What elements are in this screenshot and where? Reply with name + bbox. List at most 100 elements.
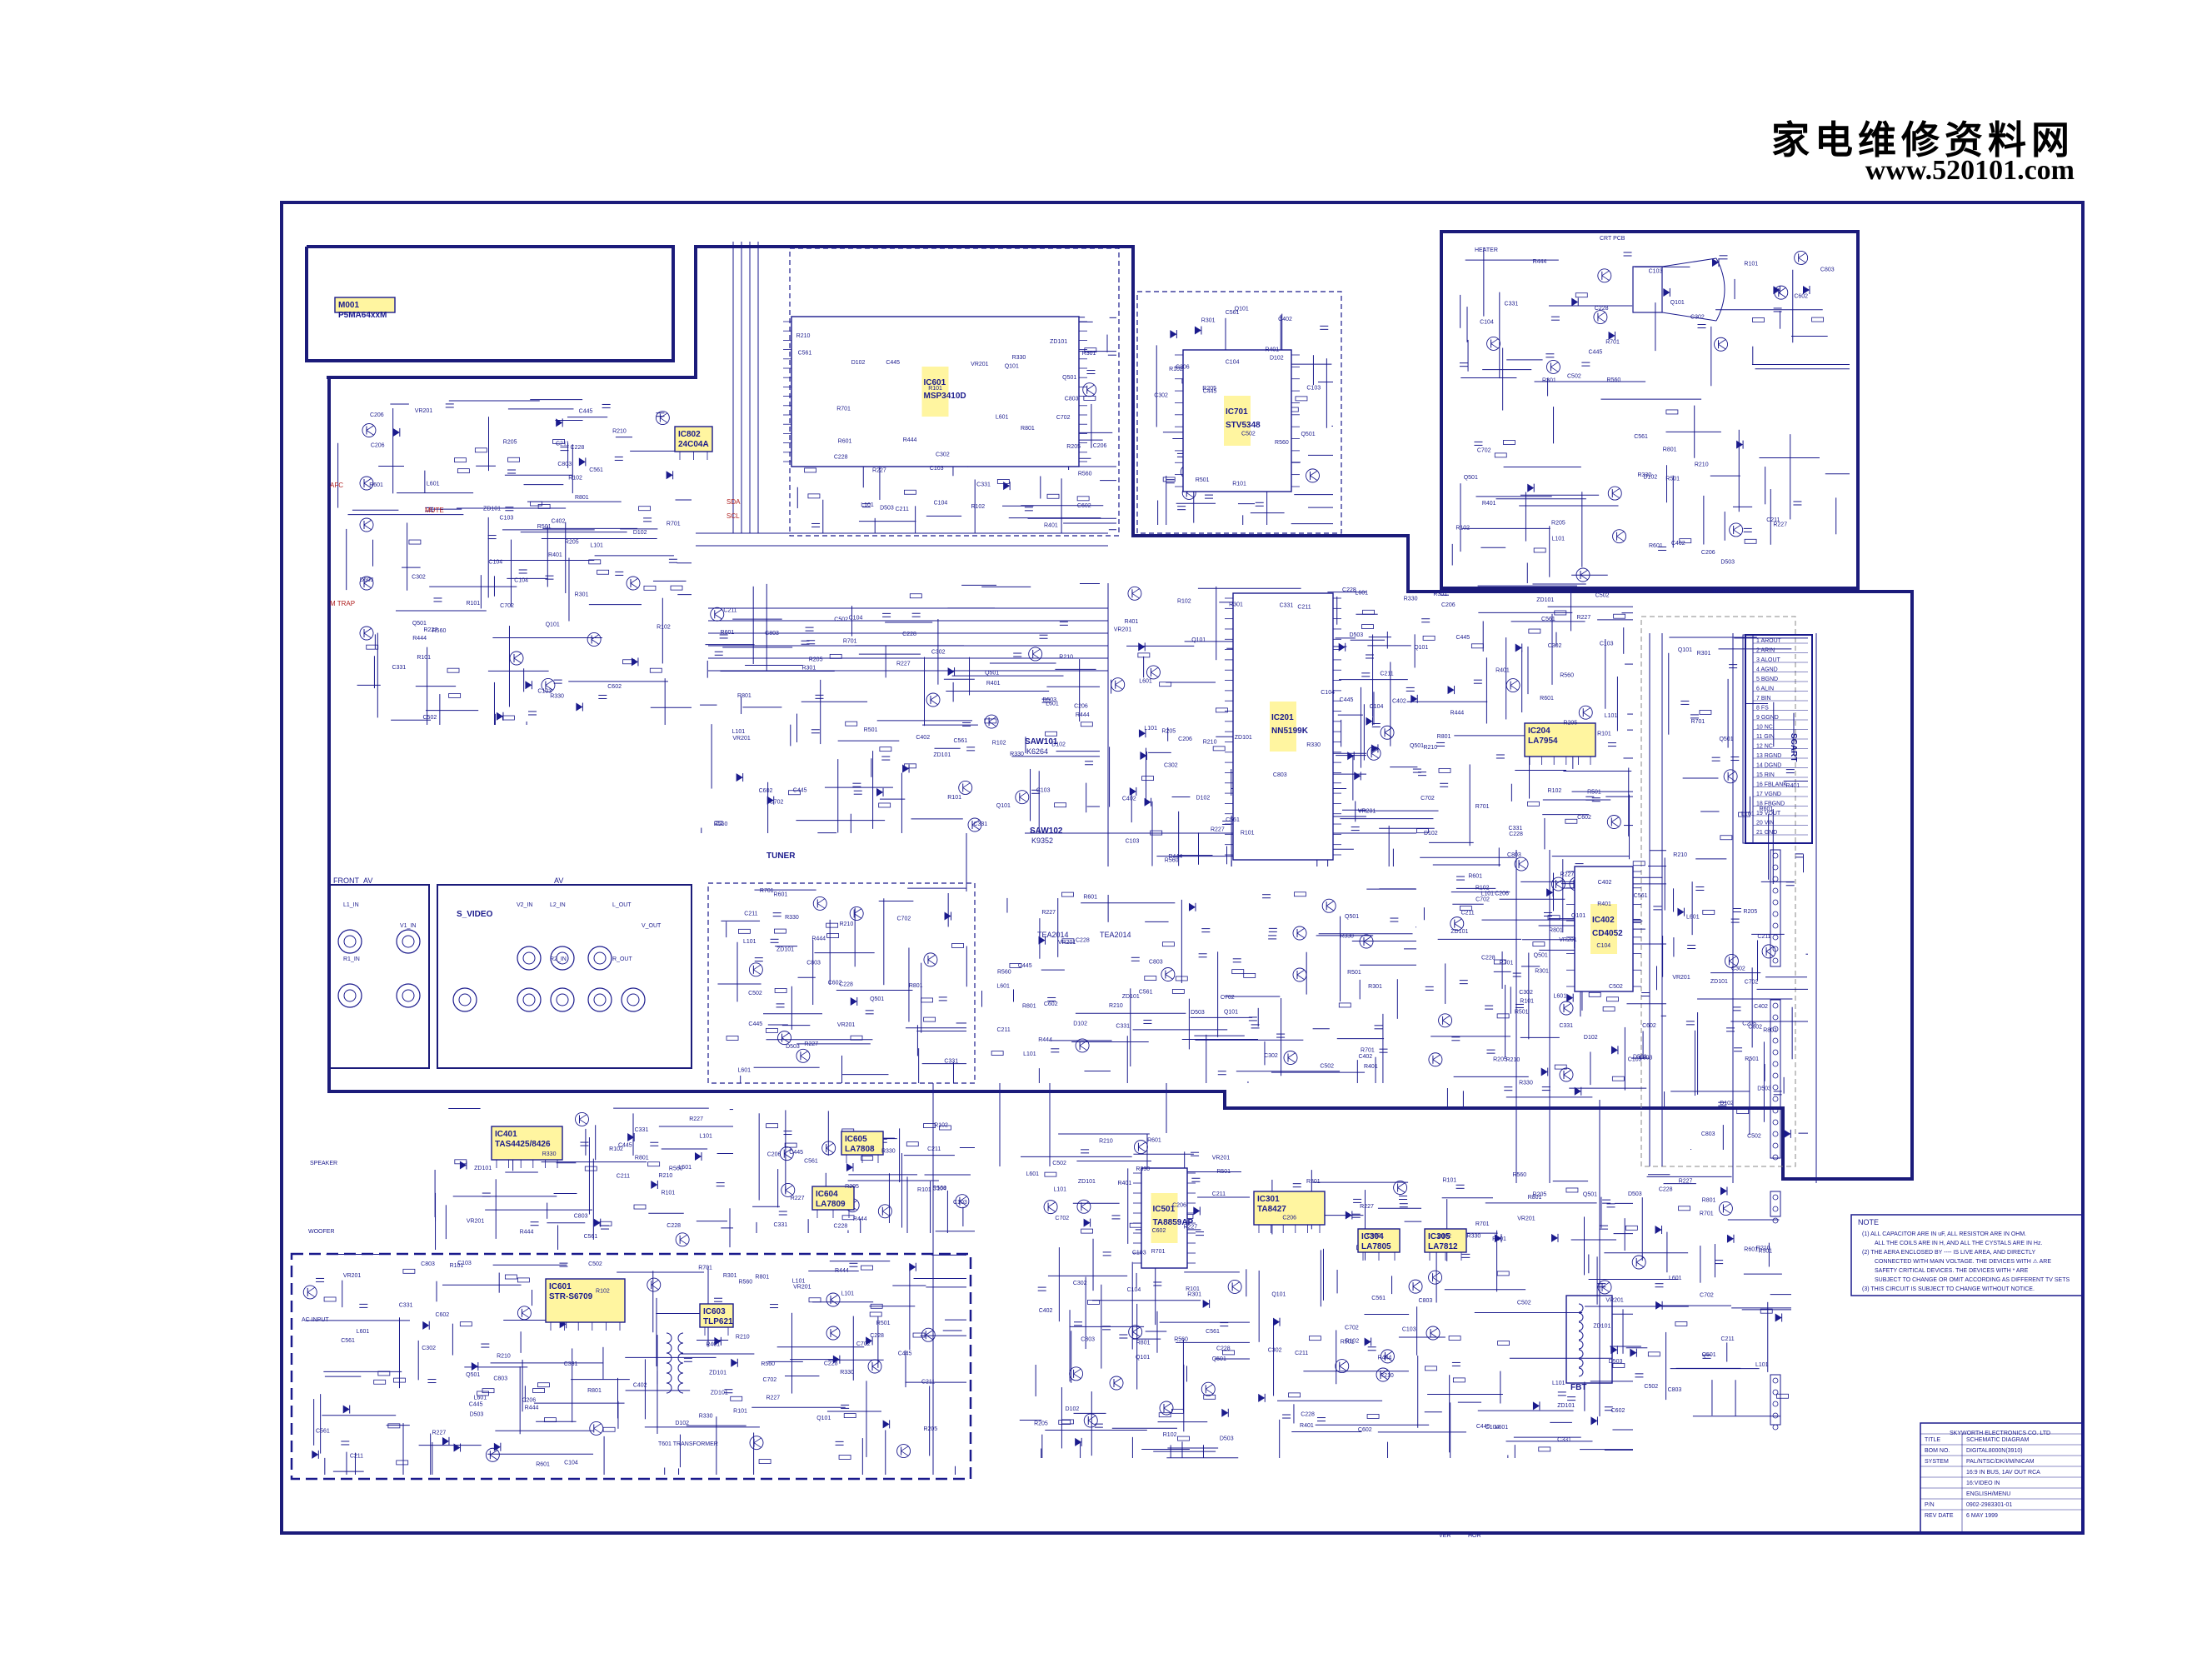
- resistor: [861, 1265, 873, 1271]
- ic-ref-m001: M001: [338, 301, 359, 310]
- resistor: [1087, 1300, 1100, 1305]
- capacitor: [1653, 906, 1662, 911]
- capacitor: [938, 996, 947, 1001]
- capacitor: [1316, 1417, 1326, 1422]
- capacitor: [1451, 1036, 1461, 1041]
- resistor: [1129, 1222, 1142, 1228]
- capacitor: [668, 558, 677, 563]
- resistor: [396, 1460, 409, 1466]
- ref-designator: C103: [930, 466, 944, 472]
- ref-designator: L101: [590, 543, 603, 549]
- ref-designator: VR201: [1559, 937, 1577, 943]
- rca-jack: [396, 929, 421, 954]
- crt-neck: [1632, 257, 1725, 322]
- diode: [1038, 936, 1046, 945]
- ref-designator: ZD101: [1557, 1403, 1575, 1409]
- company-name: SKYWORTH ELECTRONICS CO. LTD: [1950, 1431, 2050, 1436]
- capacitor: [1320, 325, 1329, 330]
- ref-designator: R102: [568, 475, 582, 481]
- ref-designator: R444: [835, 1268, 849, 1274]
- capacitor: [1399, 1195, 1408, 1200]
- capacitor: [1024, 507, 1033, 512]
- rca-jack: [587, 946, 612, 971]
- ref-designator: R444: [1378, 1355, 1392, 1361]
- rca-jack: [517, 987, 542, 1012]
- capacitor: [1425, 986, 1434, 991]
- resistor: [1528, 628, 1541, 634]
- resistor: [1171, 1408, 1184, 1414]
- resistor: [1216, 707, 1228, 713]
- capacitor: [1730, 918, 1740, 923]
- resistor: [1076, 496, 1090, 502]
- ref-designator: C803: [1820, 267, 1835, 272]
- diode: [1258, 1393, 1266, 1402]
- ref-designator: R205: [1034, 1421, 1048, 1426]
- ref-designator: L601: [1046, 702, 1059, 707]
- ref-designator: C331: [1116, 1024, 1130, 1030]
- ref-designator: Q101: [1136, 1355, 1150, 1361]
- resistor: [807, 493, 821, 499]
- ref-designator: ZD101: [1050, 339, 1067, 345]
- ref-designator: R560: [1512, 1172, 1526, 1178]
- ref-designator: R227: [1183, 1225, 1197, 1231]
- capacitor: [1440, 782, 1449, 787]
- ref-designator: R205: [923, 1426, 937, 1432]
- ref-designator: C502: [1595, 592, 1610, 598]
- ref-designator: C402: [1366, 1233, 1381, 1239]
- resistor: [912, 1332, 926, 1338]
- ic-part-ic305: LA7812: [1428, 1242, 1458, 1251]
- ref-designator: ZD101: [474, 1166, 492, 1171]
- ref-designator: C402: [916, 735, 930, 741]
- ref-designator: C302: [1264, 1053, 1278, 1059]
- capacitor: [1268, 935, 1277, 940]
- capacitor: [1456, 1184, 1465, 1189]
- ref-designator: ZD101: [1710, 979, 1728, 985]
- transistor: [575, 1111, 589, 1126]
- transistor: [1146, 665, 1161, 680]
- capacitor: [1441, 591, 1450, 596]
- ref-designator: Q501: [1301, 432, 1315, 437]
- ref-designator: R801: [1022, 1004, 1036, 1010]
- resistor: [1338, 1002, 1351, 1008]
- ref-designator: R401: [1300, 1423, 1314, 1429]
- diode: [1366, 717, 1374, 726]
- ref-designator: R560: [738, 1279, 752, 1285]
- ref-designator: C803: [1273, 772, 1287, 778]
- resistor: [1675, 1321, 1688, 1326]
- resistor: [1547, 915, 1560, 921]
- ref-designator: L101: [732, 729, 746, 735]
- ref-designator: L601: [1669, 1276, 1682, 1281]
- capacitor: [1059, 621, 1068, 626]
- ref-designator: L101: [699, 1133, 712, 1139]
- ref-designator: Q101: [1191, 637, 1206, 643]
- transistor: [1161, 967, 1176, 981]
- ref-designator: C803: [421, 1261, 435, 1267]
- capacitor: [1785, 881, 1795, 886]
- resistor: [1665, 409, 1679, 415]
- ref-designator: R501: [1665, 476, 1680, 482]
- ref-designator: C206: [1074, 704, 1088, 710]
- capacitor: [1606, 1203, 1615, 1208]
- resistor: [1054, 802, 1067, 808]
- diode: [1364, 1337, 1372, 1346]
- resistor: [1606, 996, 1619, 1002]
- ref-designator: C206: [767, 1152, 781, 1158]
- transistor: [1714, 337, 1728, 352]
- ref-designator: R701: [1361, 1048, 1375, 1054]
- label-front_av: FRONT_AV: [333, 876, 372, 885]
- resistor: [1448, 1336, 1461, 1341]
- ic-part-ic601: MSP3410D: [924, 392, 966, 401]
- capacitor: [1351, 1213, 1361, 1218]
- diode: [1138, 729, 1146, 738]
- ref-designator: C104: [514, 578, 528, 584]
- ref-designator: Q501: [1212, 1356, 1226, 1362]
- ref-designator: Q501: [1464, 475, 1478, 481]
- resistor: [1678, 1206, 1690, 1211]
- resistor: [633, 1204, 647, 1210]
- title-block-key: SYSTEM: [1925, 1459, 1949, 1465]
- note-line-4: CONNECTED WITH MAIN VOLTAGE. THE DEVICES…: [1875, 1258, 2051, 1265]
- ic-part-ic402: CD4052: [1592, 929, 1623, 938]
- ref-designator: R227: [804, 1041, 818, 1047]
